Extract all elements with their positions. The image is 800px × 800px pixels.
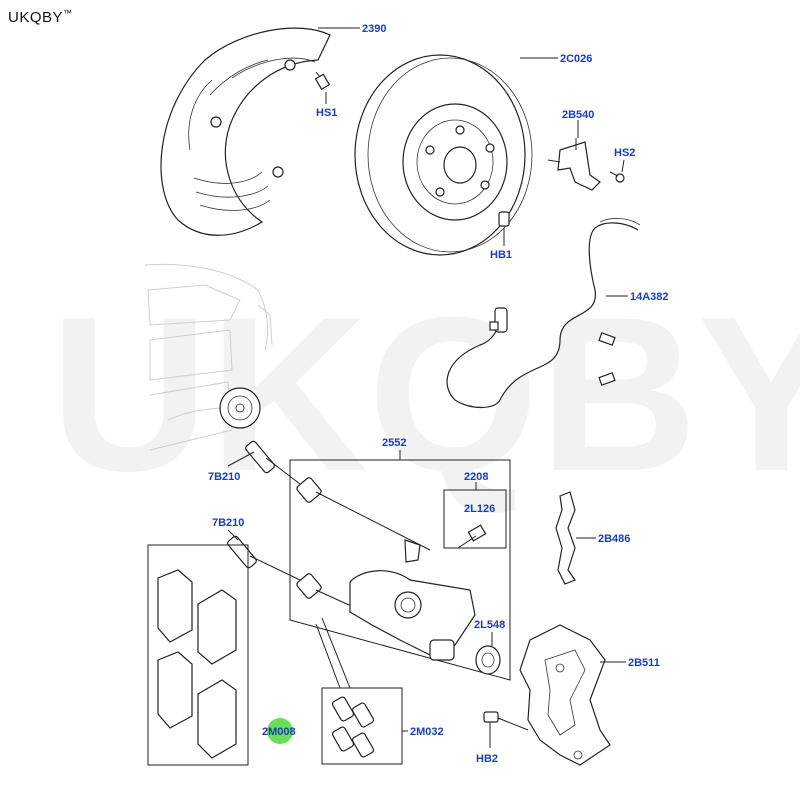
caliper-body-part xyxy=(349,539,476,661)
label-2b540: 2B540 xyxy=(562,109,594,121)
label-2m008: 2M008 xyxy=(262,726,296,738)
piston-seal-part xyxy=(475,645,501,675)
guide-pin-upper-part xyxy=(245,440,431,551)
pin-kit-box xyxy=(315,617,403,765)
label-2b486: 2B486 xyxy=(598,533,630,545)
background-watermark: UKQBY™ xyxy=(50,271,800,517)
label-2c026: 2C026 xyxy=(560,53,592,65)
hs1-bolt-part xyxy=(314,71,331,91)
leader-lines xyxy=(227,27,628,748)
label-14a382: 14A382 xyxy=(630,291,669,303)
highlight-marker xyxy=(267,718,293,744)
brake-pads-box xyxy=(147,544,249,766)
vehicle-outline-sketch xyxy=(144,263,273,451)
wheel-hub-icon xyxy=(219,387,261,429)
label-2208: 2208 xyxy=(464,471,488,483)
label-2b511: 2B511 xyxy=(628,657,660,669)
corner-watermark-text: UKQBY xyxy=(8,9,64,26)
abs-sensor-harness-part xyxy=(446,218,641,409)
hb2-bolt-part xyxy=(483,711,529,731)
label-2390: 2390 xyxy=(362,23,386,35)
label-hb2: HB2 xyxy=(476,753,498,765)
hb1-screw-part xyxy=(498,211,510,227)
label-2m032: 2M032 xyxy=(410,726,444,738)
label-2l126: 2L126 xyxy=(464,503,495,515)
label-hs1: HS1 xyxy=(316,107,337,119)
guide-pin-lower-part xyxy=(227,535,361,611)
label-hs2: HS2 xyxy=(614,147,635,159)
label-2l548: 2L548 xyxy=(474,619,505,631)
label-7b210-upper: 7B210 xyxy=(208,471,240,483)
caliper-assembly-box xyxy=(289,450,511,681)
bracket-2b540-part xyxy=(547,138,625,191)
brake-clip-2b486-part xyxy=(555,491,576,585)
corner-watermark-tm: ™ xyxy=(63,8,73,18)
label-7b210-lower: 7B210 xyxy=(212,517,244,529)
label-hb1: HB1 xyxy=(490,249,512,261)
bleed-screw-box xyxy=(443,482,507,549)
label-2552: 2552 xyxy=(382,437,406,449)
caliper-carrier-part xyxy=(519,624,611,766)
dust-shield-part xyxy=(160,27,331,236)
brake-disc-part xyxy=(354,54,533,256)
corner-watermark: UKQBY™ xyxy=(8,8,73,26)
